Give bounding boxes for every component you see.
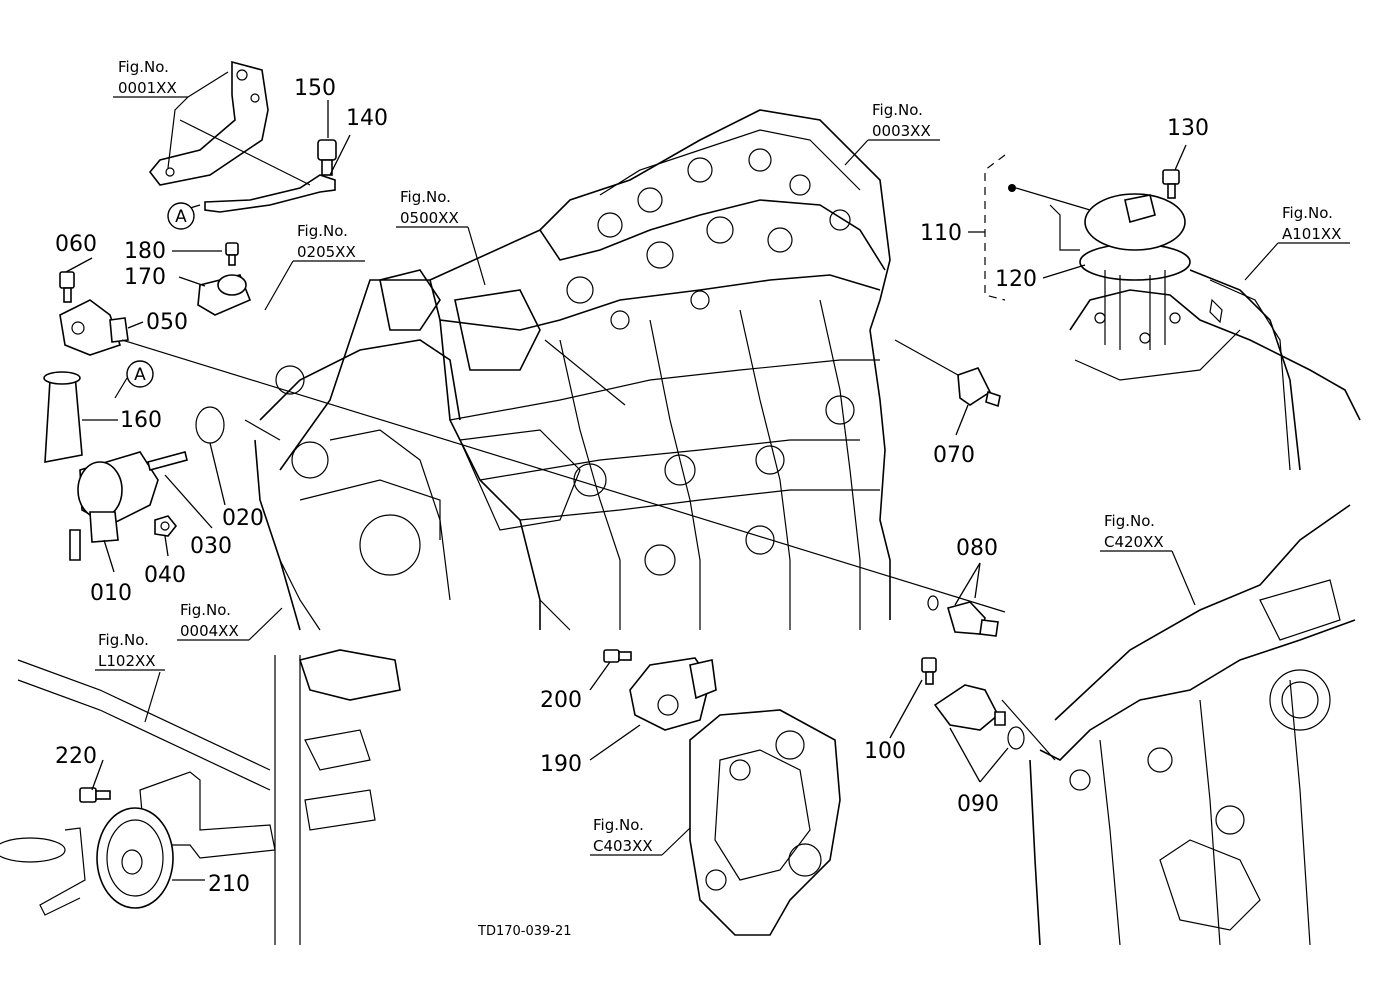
fig-ref-C420: Fig.No. C420XX	[1104, 512, 1164, 551]
transmission-case-drawing	[1029, 504, 1356, 946]
fig-ref-0205: Fig.No. 0205XX	[297, 222, 356, 261]
svg-text:Fig.No.: Fig.No.	[297, 222, 348, 240]
svg-text:0500XX: 0500XX	[400, 209, 459, 227]
part-number-170: 170	[124, 265, 166, 290]
ref-a-top: A	[167, 202, 195, 230]
fig-ref-0001: Fig.No. 0001XX	[118, 58, 177, 97]
fig-ref-A101: Fig.No. A101XX	[1282, 204, 1341, 243]
valve-block-c403	[689, 709, 841, 936]
engine-block-drawing	[254, 109, 891, 631]
part-number-070: 070	[933, 443, 975, 468]
svg-text:Fig.No.: Fig.No.	[1282, 204, 1333, 222]
part-number-220: 220	[55, 744, 97, 769]
part-number-130: 130	[1167, 116, 1209, 141]
bolt-200	[603, 649, 632, 663]
cover-160	[43, 371, 83, 463]
part-number-120: 120	[995, 267, 1037, 292]
unit-110	[1008, 184, 1186, 251]
stud-030	[147, 451, 188, 471]
part-number-010: 010	[90, 581, 132, 606]
bolt-150	[317, 139, 337, 176]
svg-text:Fig.No.: Fig.No.	[98, 631, 149, 649]
fuel-tank-drawing	[1069, 269, 1361, 471]
part-number-080: 080	[956, 536, 998, 561]
part-number-090: 090	[957, 792, 999, 817]
bolt-060	[59, 271, 75, 303]
svg-text:C403XX: C403XX	[593, 837, 653, 855]
bolt-220	[79, 787, 111, 803]
part-number-020: 020	[222, 506, 264, 531]
svg-text:0001XX: 0001XX	[118, 79, 177, 97]
part-number-140: 140	[346, 106, 388, 131]
fig-reference-lines	[95, 71, 1350, 856]
svg-text:A: A	[134, 365, 146, 385]
sensor-080	[927, 595, 999, 637]
part-number-180: 180	[124, 239, 166, 264]
part-number-030: 030	[190, 534, 232, 559]
svg-text:Fig.No.: Fig.No.	[400, 188, 451, 206]
part-number-050: 050	[146, 310, 188, 335]
svg-text:Fig.No.: Fig.No.	[1104, 512, 1155, 530]
svg-text:Fig.No.: Fig.No.	[180, 601, 231, 619]
svg-text:Fig.No.: Fig.No.	[872, 101, 923, 119]
svg-text:C420XX: C420XX	[1104, 533, 1164, 551]
svg-text:L102XX: L102XX	[98, 652, 156, 670]
svg-text:Fig.No.: Fig.No.	[118, 58, 169, 76]
svg-text:Fig.No.: Fig.No.	[593, 816, 644, 834]
svg-text:0004XX: 0004XX	[180, 622, 239, 640]
svg-text:A: A	[175, 207, 187, 227]
nut-040	[154, 515, 178, 537]
leader-lines	[65, 100, 1187, 881]
part-number-100: 100	[864, 739, 906, 764]
fig-ref-0003: Fig.No. 0003XX	[872, 101, 931, 140]
o-ring-090	[1007, 726, 1025, 750]
fig-ref-L102: Fig.No. L102XX	[98, 631, 156, 670]
svg-text:0003XX: 0003XX	[872, 122, 931, 140]
drawing-code: TD170-039-21	[477, 924, 572, 939]
part-number-160: 160	[120, 408, 162, 433]
part-number-200: 200	[540, 688, 582, 713]
bolt-130	[1162, 169, 1180, 199]
horn-bracket-drawing	[0, 649, 401, 945]
sensor-190	[629, 657, 717, 731]
solenoid-010	[69, 451, 159, 561]
part-number-060: 060	[55, 232, 97, 257]
ref-a-left: A	[126, 360, 154, 388]
svg-text:0205XX: 0205XX	[297, 243, 356, 261]
horn-210	[96, 807, 174, 909]
part-number-190: 190	[540, 752, 582, 777]
switch-070	[957, 367, 1001, 408]
part-number-110: 110	[920, 221, 962, 246]
o-ring-020	[195, 406, 225, 444]
bolt-180	[225, 242, 239, 266]
fig-ref-0004: Fig.No. 0004XX	[180, 601, 239, 640]
sensor-050	[59, 299, 129, 356]
fig-ref-C403: Fig.No. C403XX	[593, 816, 653, 855]
sensor-100	[921, 657, 1006, 731]
part-number-210: 210	[208, 872, 250, 897]
sensor-170	[197, 274, 252, 316]
fig-ref-0500: Fig.No. 0500XX	[400, 188, 459, 227]
bracket-0001	[148, 60, 336, 213]
gauge-sender-120	[1079, 243, 1191, 350]
part-number-040: 040	[144, 563, 186, 588]
svg-text:A101XX: A101XX	[1282, 225, 1341, 243]
part-number-150: 150	[294, 76, 336, 101]
